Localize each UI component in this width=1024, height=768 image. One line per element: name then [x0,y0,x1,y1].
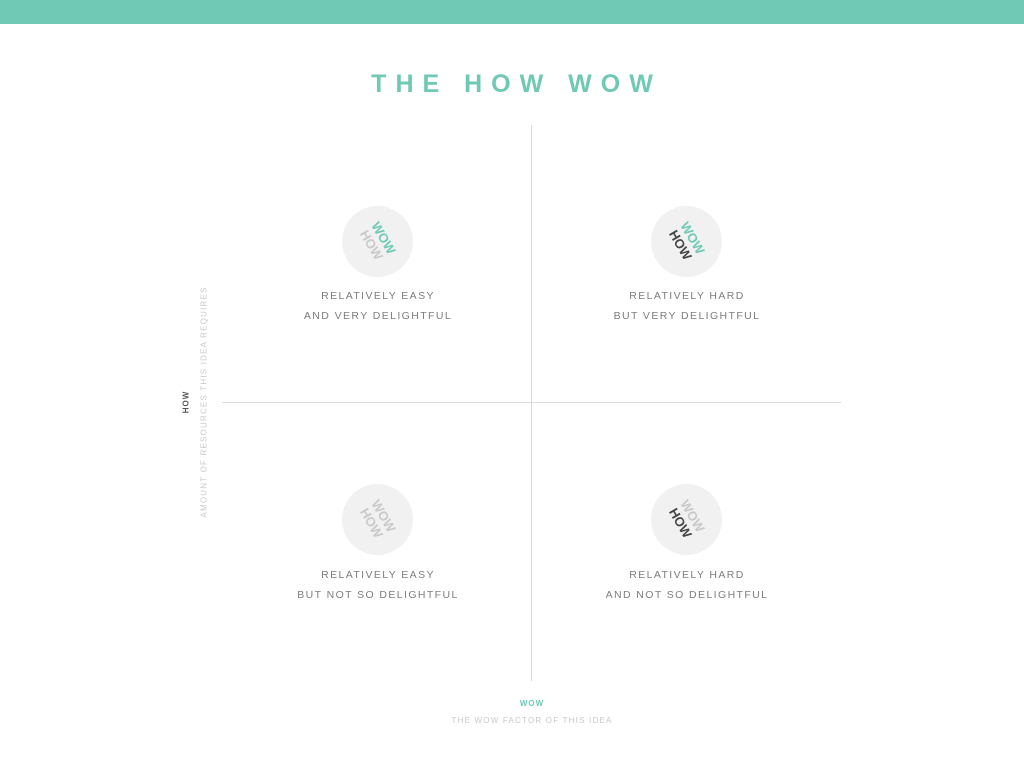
horizontal-axis-line [222,402,841,403]
vertical-axis-line [531,125,532,681]
badge-bottom-left: WOW HOW [342,484,413,555]
quadrant-label-line2: AND VERY DELIGHTFUL [303,310,453,322]
quadrant-label-line1: RELATIVELY EASY [321,569,435,581]
top-accent-bar [0,0,1024,24]
how-wow-logo-icon: WOW HOW [357,497,399,541]
badge-bottom-right: WOW HOW [651,484,722,555]
badge-top-left: WOW HOW [342,206,413,277]
badge-top-right: WOW HOW [651,206,722,277]
how-wow-logo-icon: WOW HOW [666,219,708,263]
quadrant-label-line1: RELATIVELY HARD [629,290,745,302]
y-axis-sublabel: AMOUNT OF RESOURCES THIS IDEA REQUIRES [199,286,209,518]
quadrant-label-bottom-left: RELATIVELY EASY BUT NOT SO DELIGHTFUL [258,565,498,605]
x-axis-label: WOW [519,699,545,708]
quadrant-label-line2: BUT VERY DELIGHTFUL [613,310,761,322]
quadrant-label-top-left: RELATIVELY EASY AND VERY DELIGHTFUL [258,286,498,326]
quadrant-label-line1: RELATIVELY EASY [321,290,435,302]
quadrant-label-line1: RELATIVELY HARD [629,569,745,581]
y-axis-label: HOW [181,390,191,414]
quadrant-label-top-right: RELATIVELY HARD BUT VERY DELIGHTFUL [567,286,807,326]
quadrant-label-line2: AND NOT SO DELIGHTFUL [605,589,769,601]
how-wow-logo-icon: WOW HOW [666,497,708,541]
how-wow-logo-icon: WOW HOW [357,219,399,263]
quadrant-label-bottom-right: RELATIVELY HARD AND NOT SO DELIGHTFUL [567,565,807,605]
page-title: THE HOW WOW [371,70,662,98]
quadrant-label-line2: BUT NOT SO DELIGHTFUL [297,589,459,601]
x-axis-sublabel: THE WOW FACTOR OF THIS IDEA [451,716,613,725]
